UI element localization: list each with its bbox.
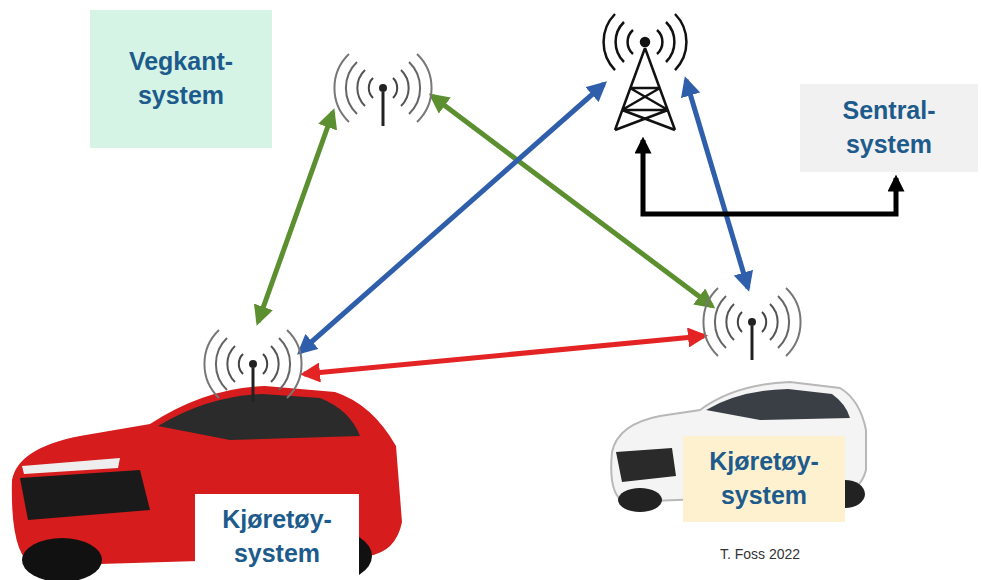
blue-arrow — [300, 84, 604, 352]
blue-arrow — [686, 80, 748, 288]
system-label: Sentral- system — [812, 94, 966, 162]
author-credit: T. Foss 2022 — [720, 546, 800, 562]
central-system-box: Sentral- system — [800, 84, 978, 172]
vehicle-system-box: Kjøretøy- system — [683, 436, 845, 522]
red-car — [12, 386, 402, 580]
system-label: Vegkant- system — [102, 45, 260, 113]
cell-tower — [604, 14, 687, 130]
vehicle-antenna — [204, 330, 301, 402]
system-label: Kjøretøy- system — [695, 445, 833, 513]
system-label: Kjøretøy- system — [207, 503, 347, 571]
vehicle-antenna — [703, 288, 800, 360]
roadside-system-box: Vegkant- system — [90, 10, 272, 148]
red-arrow — [304, 336, 704, 374]
vehicle-system-box: Kjøretøy- system — [195, 494, 359, 580]
roadside-antenna — [334, 54, 431, 126]
